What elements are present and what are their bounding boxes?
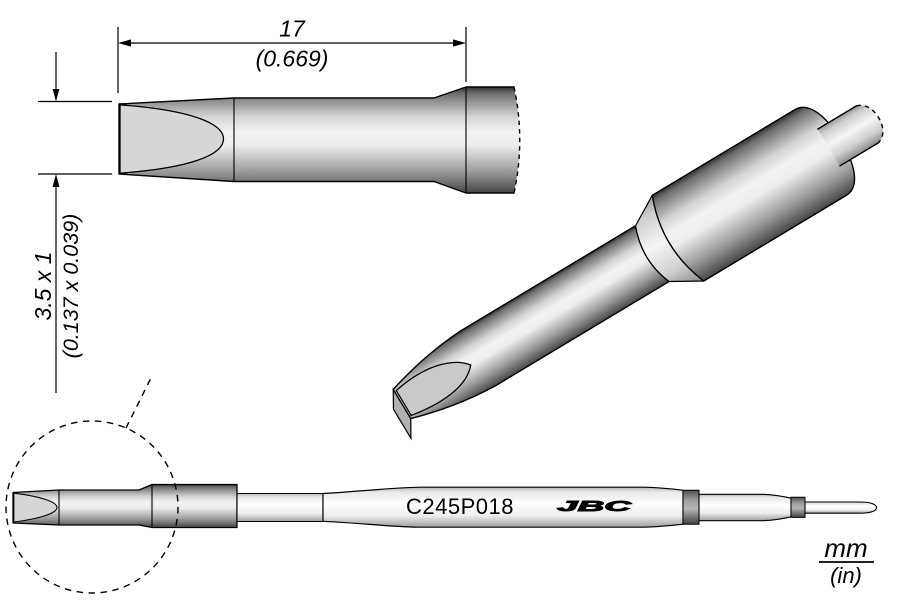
jbc-logo: JBC [557, 499, 632, 515]
arrowhead-left [118, 39, 131, 47]
iso-tip-flat-face [395, 361, 472, 417]
tip-size-dimension: 3.5 x 1 (0.137 x 0.039) [30, 52, 112, 393]
tip-body-outline [118, 86, 515, 194]
detail-circle [5, 420, 179, 594]
length-inch-label: (0.669) [256, 46, 329, 72]
units-in-label: (in) [830, 563, 862, 588]
cart-tip-junction-lines [58, 483, 153, 529]
part-number-label: C245P018 [406, 494, 514, 519]
cart-tip-flat-face [13, 492, 58, 523]
iso-end-stub-fill [817, 105, 883, 166]
cartridge-full-view: C245P018 JBC [12, 483, 878, 529]
detail-callout [5, 377, 179, 594]
cart-contact-pin [804, 501, 878, 514]
iso-end-stub-edges [817, 105, 880, 167]
cart-ring-band-2 [790, 496, 806, 518]
arrowhead-down [52, 89, 60, 102]
iso-end-stub-break-line [856, 104, 884, 144]
cart-ring-band-1 [682, 489, 700, 525]
arrowhead-up [52, 174, 60, 187]
tip-isometric-view [392, 104, 884, 441]
length-mm-label: 17 [279, 16, 306, 42]
tip-side-detail-view [118, 86, 521, 194]
units-mm-label: mm [824, 533, 867, 563]
length-dimension: 17 (0.669) [117, 16, 467, 93]
iso-big-cylinder [651, 106, 856, 282]
tip-body-fill [119, 87, 520, 193]
units-legend: mm (in) [819, 533, 874, 588]
tip-flat-face [119, 104, 225, 174]
tip-inch-label: (0.137 x 0.039) [59, 214, 83, 359]
cart-rear-cylinder [698, 493, 792, 522]
tip-break-line [513, 86, 521, 194]
detail-leader-line [125, 377, 152, 429]
arrowhead-right [453, 39, 466, 47]
tip-mm-label: 3.5 x 1 [30, 251, 56, 320]
cart-rod [236, 492, 324, 523]
cart-tip-section [12, 483, 238, 529]
